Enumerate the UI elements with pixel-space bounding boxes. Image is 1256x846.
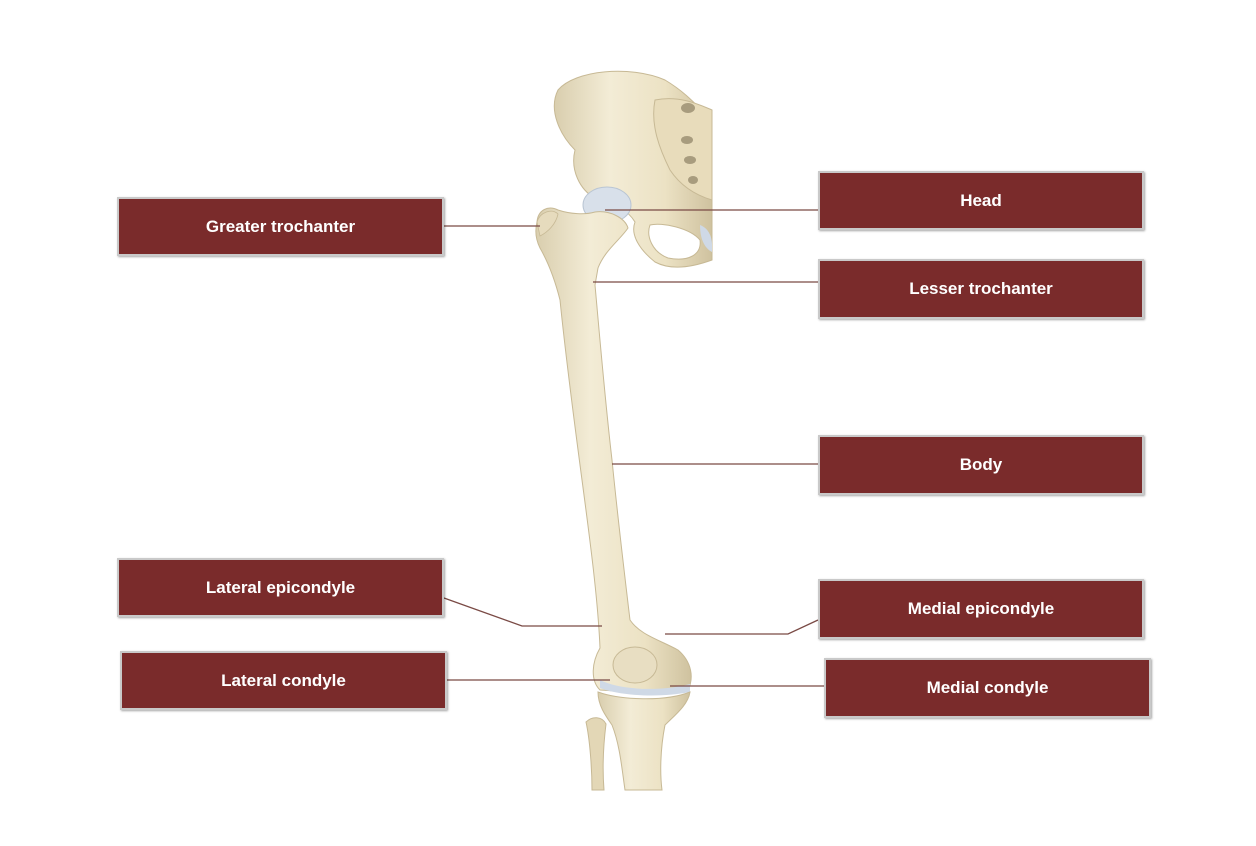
femur-bone bbox=[535, 186, 692, 696]
leader-line-lateral-epicondyle bbox=[443, 597, 602, 627]
label-greater-trochanter: Greater trochanter bbox=[117, 197, 444, 256]
label-medial-epicondyle: Medial epicondyle bbox=[818, 579, 1144, 639]
label-head: Head bbox=[818, 171, 1144, 230]
tibia-fibula bbox=[585, 691, 691, 791]
label-lesser-trochanter: Lesser trochanter bbox=[818, 259, 1144, 319]
label-lateral-condyle: Lateral condyle bbox=[120, 651, 447, 710]
leader-lines bbox=[443, 209, 824, 687]
hip-bone bbox=[553, 70, 713, 268]
label-lateral-epicondyle: Lateral epicondyle bbox=[117, 558, 444, 617]
leader-line-medial-epicondyle bbox=[665, 619, 819, 635]
label-body: Body bbox=[818, 435, 1144, 495]
label-medial-condyle: Medial condyle bbox=[824, 658, 1151, 718]
